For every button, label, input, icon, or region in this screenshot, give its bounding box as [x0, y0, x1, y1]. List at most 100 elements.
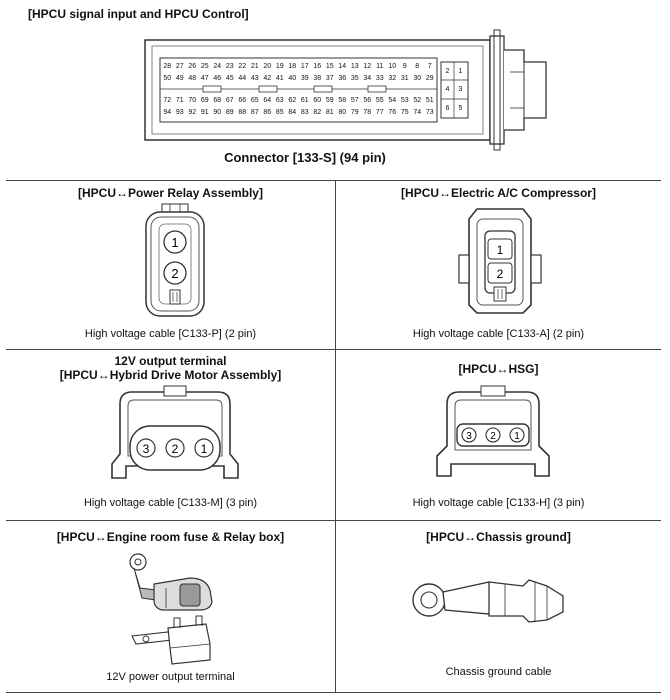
- side-pin-number: 1: [458, 68, 463, 75]
- pin-number: 79: [350, 109, 359, 116]
- pin-number: 48: [188, 75, 197, 82]
- pin-number: 89: [225, 109, 234, 116]
- power-relay-connector: 1 2: [145, 203, 205, 317]
- pin-label: 2: [497, 267, 504, 281]
- pin-number: 46: [213, 75, 222, 82]
- panel-caption-ac-compressor: High voltage cable [C133-A] (2 pin): [412, 328, 585, 340]
- pin-number: 72: [163, 97, 172, 104]
- pin-number: 21: [250, 63, 259, 70]
- pin-number: 86: [263, 109, 272, 116]
- pin-number: 51: [425, 97, 434, 104]
- pin-number: 56: [363, 97, 372, 104]
- pin-number: 19: [275, 63, 284, 70]
- pin-number: 7: [427, 63, 432, 70]
- panel-title-12v-output: 12V output terminal: [114, 354, 227, 368]
- pin-number: 75: [400, 109, 409, 116]
- grid-divider: [6, 180, 661, 181]
- panel-caption-power-relay: High voltage cable [C133-P] (2 pin): [84, 328, 257, 340]
- panel-title-power-relay: [HPCU↔Power Relay Assembly]: [78, 186, 263, 200]
- pin-number: 39: [300, 75, 309, 82]
- panel-title-ac-compressor: [HPCU↔Electric A/C Compressor]: [401, 186, 596, 200]
- pin-number: 74: [413, 109, 422, 116]
- pin-number: 61: [300, 97, 309, 104]
- key-slot: [367, 85, 387, 93]
- key-slot: [313, 85, 333, 93]
- pin-number: 62: [288, 97, 297, 104]
- pin-number: 33: [375, 75, 384, 82]
- pin-number: 63: [275, 97, 284, 104]
- panel-title-chassis-ground: [HPCU↔Chassis ground]: [426, 530, 571, 544]
- pin-number: 67: [225, 97, 234, 104]
- pin-number: 81: [325, 109, 334, 116]
- pin-number: 35: [350, 75, 359, 82]
- pin-number: 91: [200, 109, 209, 116]
- pin-number: 12: [363, 63, 372, 70]
- pin-number: 9: [402, 63, 407, 70]
- pin-number: 57: [350, 97, 359, 104]
- fuse-relay-terminals: [129, 553, 213, 665]
- pin-number: 50: [163, 75, 172, 82]
- side-pin-number: 6: [445, 105, 450, 112]
- pin-label: 2: [172, 442, 179, 456]
- pin-number: 76: [388, 109, 397, 116]
- pin-number: 58: [338, 97, 347, 104]
- pin-number: 54: [388, 97, 397, 104]
- pin-number: 40: [288, 75, 297, 82]
- connector-lock: [504, 49, 547, 131]
- panel-caption-chassis-ground: Chassis ground cable: [445, 666, 552, 678]
- pin-number: 17: [300, 63, 309, 70]
- pin-number: 22: [238, 63, 247, 70]
- pin-number: 16: [313, 63, 322, 70]
- side-pin-number: 4: [445, 86, 450, 93]
- pin-number: 69: [200, 97, 209, 104]
- pin-number: 44: [238, 75, 247, 82]
- pin-number: 59: [325, 97, 334, 104]
- pin-number: 20: [263, 63, 272, 70]
- pin-number: 13: [350, 63, 359, 70]
- pin-field: [159, 57, 438, 123]
- pin-number: 23: [225, 63, 234, 70]
- grid-divider: [6, 692, 661, 693]
- pin-number: 37: [325, 75, 334, 82]
- main-connector-diagram: [144, 29, 547, 151]
- pin-number: 92: [188, 109, 197, 116]
- panel-title-drive-motor: [HPCU↔Hybrid Drive Motor Assembly]: [59, 368, 282, 382]
- pin-number: 60: [313, 97, 322, 104]
- pin-number: 38: [313, 75, 322, 82]
- side-pin-number: 3: [458, 86, 463, 93]
- pin-number: 34: [363, 75, 372, 82]
- pin-number: 80: [338, 109, 347, 116]
- pin-number: 27: [175, 63, 184, 70]
- pin-number: 15: [325, 63, 334, 70]
- pin-number: 30: [413, 75, 422, 82]
- pin-number: 70: [188, 97, 197, 104]
- pin-number: 53: [400, 97, 409, 104]
- grid-divider: [6, 349, 661, 350]
- panel-title-fuse-relay: [HPCU↔Engine room fuse & Relay box]: [56, 530, 285, 544]
- pin-number: 24: [213, 63, 222, 70]
- pin-number: 88: [238, 109, 247, 116]
- pin-label: 1: [514, 431, 520, 442]
- panel-title-hsg: [HPCU↔HSG]: [458, 362, 539, 376]
- pin-number: 87: [250, 109, 259, 116]
- pin-number: 94: [163, 109, 172, 116]
- pin-number: 43: [250, 75, 259, 82]
- connector-caption: Connector [133-S] (94 pin): [224, 150, 386, 165]
- ac-compressor-connector: 1 2: [458, 208, 542, 314]
- pin-number: 64: [263, 97, 272, 104]
- side-pin-number: 2: [445, 68, 450, 75]
- pin-number: 90: [213, 109, 222, 116]
- connector-flange: [489, 35, 505, 145]
- pin-number: 66: [238, 97, 247, 104]
- pin-label: 1: [201, 442, 208, 456]
- pin-number: 77: [375, 109, 384, 116]
- pin-number: 84: [288, 109, 297, 116]
- pin-label: 3: [143, 442, 150, 456]
- panel-caption-fuse-relay: 12V power output terminal: [106, 671, 235, 683]
- pin-number: 18: [288, 63, 297, 70]
- pin-number: 10: [388, 63, 397, 70]
- grid-divider: [6, 520, 661, 521]
- pin-number: 78: [363, 109, 372, 116]
- pin-number: 29: [425, 75, 434, 82]
- pin-number: 85: [275, 109, 284, 116]
